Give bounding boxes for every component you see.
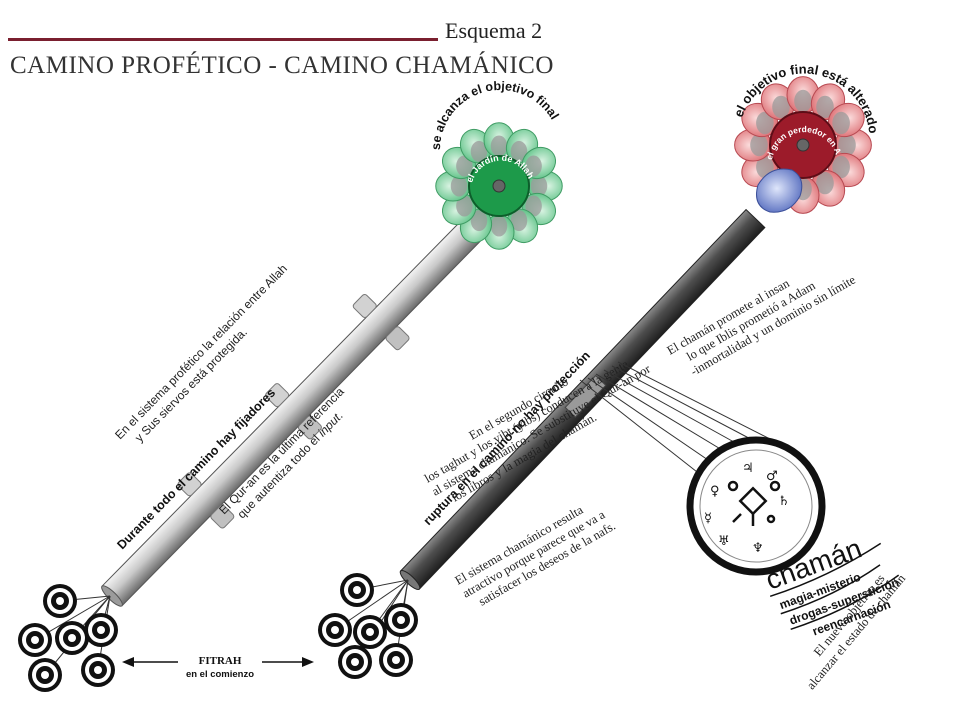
page-title: CAMINO PROFÉTICO - CAMINO CHAMÁNICO bbox=[10, 52, 554, 79]
uranus-symbol-icon: ♅ bbox=[718, 534, 730, 549]
circuit-text-line3: al sistema chamánico. Se substituye el Q… bbox=[430, 361, 654, 498]
header-rule bbox=[8, 38, 438, 41]
petal-shade bbox=[450, 175, 468, 197]
mercury-symbol-icon: ☿ bbox=[704, 511, 712, 526]
fixer-1 bbox=[177, 472, 235, 529]
venus-symbol-icon: ♀ bbox=[710, 484, 720, 499]
petal-shade bbox=[756, 111, 774, 135]
petal-shade bbox=[832, 155, 850, 179]
petal-shade bbox=[838, 133, 856, 157]
fitrah-target bbox=[41, 671, 49, 679]
fitrah-target bbox=[94, 666, 102, 674]
fixer-2 bbox=[265, 383, 322, 440]
petal-shade bbox=[510, 140, 528, 162]
petal-shade bbox=[490, 135, 508, 157]
fire-label: el gran perdedor en Allah bbox=[0, 0, 843, 161]
fitrah-target bbox=[56, 597, 64, 605]
garden-flower bbox=[435, 122, 563, 250]
fitrah-targets-left bbox=[18, 584, 118, 692]
fitrah-label: FITRAH bbox=[199, 655, 242, 667]
fitrah-target bbox=[351, 658, 359, 666]
petal-shade bbox=[525, 155, 542, 177]
mars-symbol-icon: ♂ bbox=[766, 469, 778, 484]
fitrah-target bbox=[97, 626, 105, 634]
petal-shade bbox=[525, 195, 542, 217]
petal-shade bbox=[816, 95, 834, 119]
petal-shade bbox=[456, 195, 473, 217]
petal-shade bbox=[470, 140, 488, 162]
fitrah-arrow: FITRAH en el comienzo bbox=[122, 655, 314, 680]
fire-label-textpath: el gran perdedor en Allah bbox=[0, 0, 843, 161]
rupture-segment bbox=[564, 374, 607, 418]
petal-shade bbox=[794, 89, 812, 113]
fitrah-sublabel: en el comienzo bbox=[186, 669, 254, 680]
saturn-symbol-icon: ♄ bbox=[778, 494, 790, 509]
blue-stone-icon bbox=[756, 168, 803, 213]
fitrah-target bbox=[353, 586, 361, 594]
occult-glyph-icon bbox=[727, 480, 781, 526]
petal-shade bbox=[456, 155, 473, 177]
schema-label: Esquema 2 bbox=[445, 18, 543, 43]
petal-shade bbox=[470, 210, 488, 232]
petal-shade bbox=[750, 133, 768, 157]
garden-center-icon bbox=[492, 179, 506, 193]
fitrah-target bbox=[331, 626, 339, 634]
fitrah-target bbox=[397, 616, 405, 624]
petal-shade bbox=[490, 215, 508, 237]
petal-shade bbox=[530, 175, 548, 197]
fitrah-target bbox=[68, 634, 76, 642]
fitrah-target bbox=[366, 628, 374, 636]
petal-shade bbox=[510, 210, 528, 232]
fitrah-target bbox=[31, 636, 39, 644]
fitrah-target bbox=[392, 656, 400, 664]
jupiter-symbol-icon: ♃ bbox=[742, 461, 754, 476]
fixer-3 bbox=[352, 294, 410, 351]
circuit-text: En el segundo circuito los taghut y los … bbox=[422, 357, 654, 505]
fire-center-icon bbox=[796, 138, 810, 152]
petal-shade bbox=[816, 171, 834, 195]
prophetic-text-1-line1: En el sistema profético la relación entr… bbox=[112, 261, 290, 442]
fitrah-targets-right bbox=[318, 573, 418, 679]
neptune-symbol-icon: ♆ bbox=[752, 541, 764, 556]
shaman-circle: ♃ ♂ ♀ ☿ ♄ ♅ ♆ bbox=[686, 436, 826, 576]
petal-shade bbox=[832, 111, 850, 135]
petal-shade bbox=[772, 95, 790, 119]
